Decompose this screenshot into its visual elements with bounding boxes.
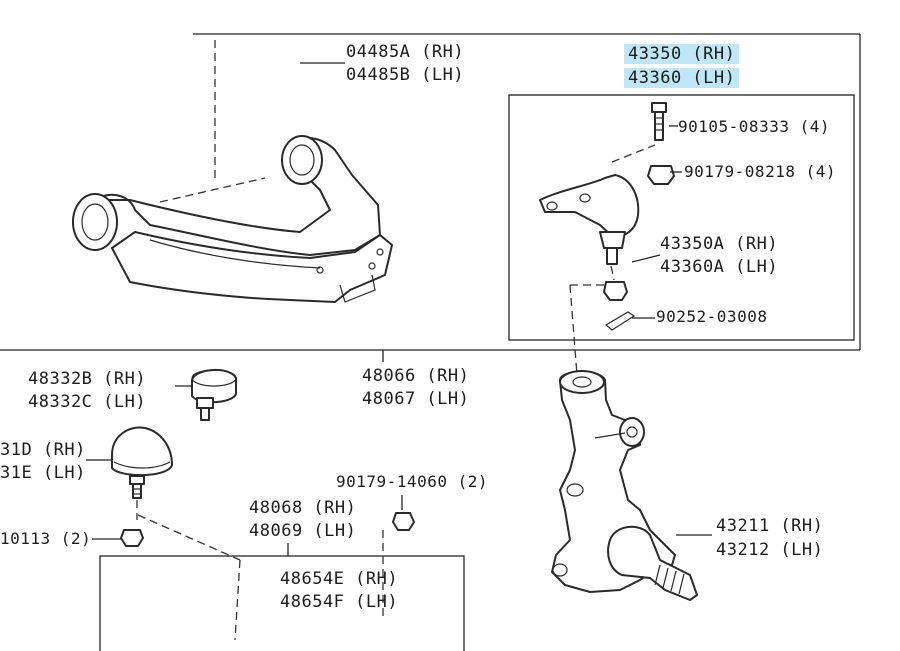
label-43211: 43211 (RH): [716, 516, 824, 536]
label-43350a: 43350A (RH): [660, 234, 779, 254]
front-bushing: [72, 193, 118, 251]
label-90179-14060: 90179-14060 (2): [336, 472, 488, 491]
steering-knuckle: [551, 370, 698, 601]
label-43212: 43212 (LH): [716, 540, 824, 560]
label-nut: 90179-08218 (4): [684, 162, 836, 181]
label-48068: 48068 (RH): [249, 498, 357, 518]
label-48066: 48066 (RH): [362, 366, 470, 386]
knuckle-top-boss: [559, 370, 605, 394]
ball-joint-assembly: [539, 102, 675, 376]
upper-control-arm: [72, 135, 393, 303]
label-43360a: 43360A (LH): [660, 257, 779, 277]
bumper: [111, 426, 241, 641]
label-43360-highlighted[interactable]: 43360 (LH): [624, 66, 740, 90]
label-bumper-nut: 10113 (2): [0, 529, 92, 548]
label-bumper-lh: 31E (LH): [0, 463, 86, 483]
leader-43350a: [631, 254, 661, 263]
ball-joint-box: [508, 94, 855, 341]
flange-nut: [647, 165, 675, 185]
bolt-head: [651, 102, 667, 113]
highlight-43350: 43350 (RH): [624, 44, 740, 64]
label-04485b: 04485B (LH): [346, 65, 465, 85]
small-nut-shape: [392, 512, 415, 531]
label-48332c: 48332C (LH): [28, 392, 147, 412]
bumper-nut-shape: [120, 529, 144, 547]
label-04485a: 04485A (RH): [346, 42, 465, 62]
label-48069: 48069 (LH): [249, 521, 357, 541]
label-43350-highlighted[interactable]: 43350 (RH): [624, 42, 740, 66]
label-48067: 48067 (LH): [362, 389, 470, 409]
label-48332b: 48332B (RH): [28, 369, 147, 389]
stopper: [191, 369, 237, 421]
spindle: [607, 525, 698, 601]
cotter-pin-shape: [604, 311, 636, 331]
label-bumper-rh: 31D (RH): [0, 440, 86, 460]
highlight-43360: 43360 (LH): [624, 68, 740, 88]
castle-nut: [603, 281, 628, 301]
arm-pivot-dash: [159, 177, 266, 203]
spring-box: [99, 555, 465, 651]
label-bolt: 90105-08333 (4): [678, 117, 830, 136]
rear-bushing: [281, 135, 323, 185]
label-cotter-pin: 90252-03008: [656, 307, 768, 326]
label-48654f: 48654F (LH): [280, 592, 399, 612]
label-48654e: 48654E (RH): [280, 569, 399, 589]
